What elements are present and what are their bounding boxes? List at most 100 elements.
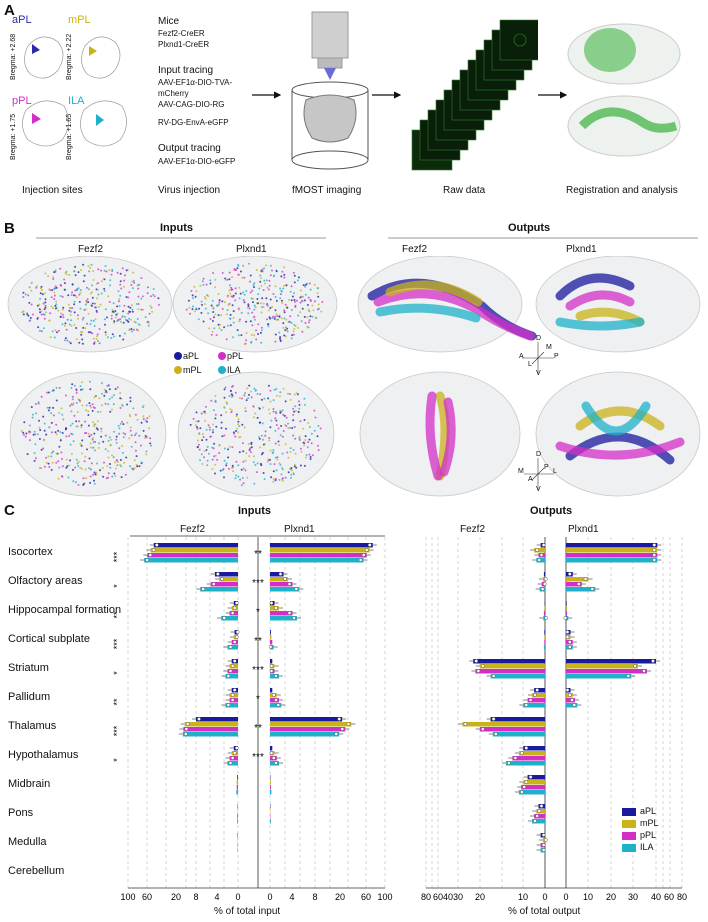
- tick-label-outputs: 30: [628, 892, 638, 902]
- input-cell-dot: [78, 399, 81, 402]
- input-cell-dot: [232, 321, 235, 324]
- input-cell-dot: [278, 444, 281, 447]
- input-cell-dot: [63, 278, 66, 281]
- input-cell-dot: [243, 293, 246, 296]
- significance-mark: ***: [252, 752, 264, 763]
- input-cell-dot: [70, 410, 73, 413]
- input-cell-dot: [118, 447, 121, 450]
- input-cell-dot: [205, 428, 208, 431]
- input-cell-dot: [308, 319, 311, 322]
- input-cell-dot: [81, 338, 84, 341]
- input-cell-dot: [90, 406, 93, 409]
- input-cell-dot: [193, 310, 196, 313]
- data-point: [337, 717, 342, 721]
- data-point: [567, 693, 572, 697]
- input-cell-dot: [299, 447, 302, 450]
- input-cell-dot: [282, 326, 285, 329]
- input-cell-dot: [228, 317, 231, 320]
- input-cell-dot: [262, 472, 265, 474]
- input-cell-dot: [308, 282, 311, 285]
- input-cell-dot: [71, 383, 74, 386]
- input-cell-dot: [24, 435, 27, 438]
- input-cell-dot: [150, 306, 153, 309]
- raw-data-stack: [411, 19, 538, 171]
- input-cell-dot: [122, 338, 125, 341]
- input-cell-dot: [237, 431, 239, 434]
- tick-label-inputs: 100: [377, 892, 392, 902]
- bar-inputs_fezf2-ILA: [200, 587, 238, 592]
- input-cell-dot: [210, 304, 213, 307]
- input-cell-dot: [42, 302, 45, 305]
- input-cell-dot: [47, 455, 50, 458]
- input-cell-dot: [210, 333, 213, 336]
- input-cell-dot: [121, 267, 124, 270]
- input-cell-dot: [219, 469, 222, 472]
- bar-inputs_fezf2-pPL: [237, 814, 238, 819]
- input-cell-dot: [285, 416, 288, 419]
- input-cell-dot: [28, 424, 31, 427]
- bar-outputs_fezf2-aPL: [523, 746, 546, 751]
- input-cell-dot: [235, 413, 238, 416]
- axis2-m: M: [518, 468, 524, 475]
- input-cell-dot: [283, 309, 286, 312]
- input-cell-dot: [284, 400, 287, 403]
- input-cell-dot: [236, 267, 239, 270]
- input-cell-dot: [122, 285, 125, 288]
- input-cell-dot: [37, 326, 40, 329]
- input-cell-dot: [107, 439, 110, 442]
- bar-inputs_plxnd1-ILA: [270, 790, 272, 795]
- input-cell-dot: [24, 293, 27, 296]
- data-point: [269, 601, 274, 605]
- input-cell-dot: [199, 459, 202, 462]
- input-cell-dot: [212, 307, 215, 310]
- tick-label-inputs: 4: [214, 892, 219, 902]
- input-cell-dot: [321, 301, 324, 303]
- bar-inputs_plxnd1-ILA: [270, 703, 282, 708]
- input-cell-dot: [92, 446, 95, 449]
- data-point: [535, 548, 539, 552]
- input-cell-dot: [253, 387, 256, 390]
- input-cell-dot: [279, 337, 281, 340]
- input-cell-dot: [115, 313, 118, 316]
- input-cell-dot: [313, 283, 316, 286]
- input-cell-dot: [38, 329, 41, 332]
- input-cell-dot: [76, 425, 79, 428]
- bar-outputs_plxnd1-ILA: [566, 703, 578, 708]
- input-cell-dot: [137, 287, 140, 290]
- input-cell-dot: [279, 434, 282, 437]
- input-cell-dot: [102, 277, 105, 280]
- bar-inputs_plxnd1-mPL: [270, 722, 352, 727]
- input-cell-dot: [100, 427, 103, 430]
- input-cell-dot: [229, 313, 232, 316]
- input-cell-dot: [242, 264, 245, 267]
- input-cell-dot: [209, 279, 212, 282]
- tick-label-inputs: 8: [312, 892, 317, 902]
- input-cell-dot: [290, 337, 293, 340]
- input-cell-dot: [242, 450, 245, 453]
- input-cell-dot: [242, 482, 245, 485]
- bar-outputs_fezf2-ILA: [518, 790, 545, 795]
- input-cell-dot: [279, 336, 282, 339]
- tick-label-inputs: 100: [120, 892, 135, 902]
- data-point: [283, 577, 287, 581]
- input-cell-dot: [272, 408, 275, 410]
- input-cell-dot: [53, 271, 56, 274]
- input-cell-dot: [206, 464, 209, 467]
- input-cell-dot: [267, 288, 270, 291]
- tick-label-inputs: 60: [142, 892, 152, 902]
- input-cell-dot: [251, 324, 254, 327]
- bar-outputs_plxnd1-aPL: [566, 601, 567, 606]
- input-cell-dot: [263, 442, 266, 445]
- input-cell-dot: [228, 278, 231, 281]
- input-cell-dot: [68, 340, 71, 343]
- input-cell-dot: [304, 439, 307, 441]
- input-cell-dot: [299, 301, 302, 304]
- input-cell-dot: [79, 307, 82, 310]
- significance-mark: ***: [112, 725, 122, 736]
- data-point: [230, 611, 235, 615]
- bar-inputs_fezf2-aPL: [237, 775, 238, 780]
- input-cell-dot: [91, 403, 94, 406]
- input-cell-dot: [300, 450, 303, 453]
- data-point: [590, 587, 595, 591]
- input-cell-dot: [140, 421, 143, 424]
